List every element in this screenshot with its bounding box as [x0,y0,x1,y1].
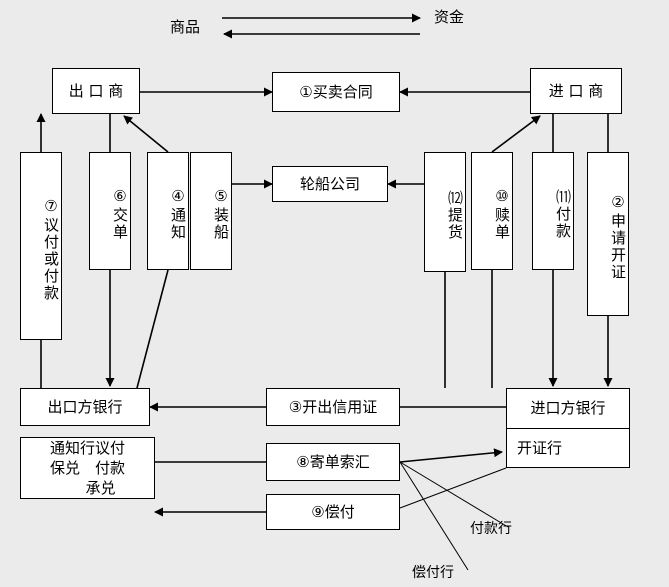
issuing-bank-title: 开证行 [517,438,563,457]
step-7-label: ⑦ [42,196,60,217]
node-exporter-bank[interactable]: 出口方银行 [20,388,150,426]
node-importer[interactable]: 进 口 商 [530,68,622,114]
step-2-label: ② [609,193,627,213]
advising-bank-line-2: 保兑 付款 [49,458,125,477]
node-advising-bank[interactable]: 通知行议付 保兑 付款 承兑 [20,437,155,499]
node-issue-lc[interactable]: ③开出信用证 [266,388,400,426]
node-send-docs[interactable]: ⑧寄单索汇 [266,443,400,481]
node-shipping-company[interactable]: 轮船公司 [272,166,388,202]
step-4-text: 通知 [169,207,187,241]
funds-flow-label: 资金 [434,8,465,26]
node-reimburse[interactable]: ⑨偿付 [266,494,400,530]
importer-bank-title: 进口方银行 [507,389,629,429]
step-6-text: 交单 [111,207,129,241]
node-importer-bank[interactable]: 进口方银行 开证行 [506,388,630,468]
step-11-text: 付款 [554,205,572,240]
step-box-11[interactable]: ⑾付款 [532,152,574,270]
node-exporter[interactable]: 出 口 商 [52,68,140,114]
step-5-text: 装船 [212,207,230,241]
step-12-label: ⑿ [446,189,464,207]
step-4-label: ④ [169,187,187,207]
step-6-label: ⑥ [111,187,129,207]
step-box-12[interactable]: ⑿提货 [424,152,466,272]
annotation-reimbursing-bank: 偿付行 [412,565,454,581]
step-7-text: 议付或付款 [42,216,60,302]
step-10-text: 赎单 [493,207,511,241]
step-5-label: ⑤ [212,187,230,207]
node-sales-contract[interactable]: ①买卖合同 [272,72,400,112]
step-10-label: ⑩ [493,187,511,207]
step-12-text: 提货 [446,206,464,241]
step-11-label: ⑾ [554,188,572,206]
advising-bank-line-1: 通知行议付 [49,438,125,457]
step-2-text: 申请开证 [609,213,627,281]
annotation-paying-bank: 付款行 [470,521,512,537]
advising-bank-line-3: 承兑 [85,479,116,498]
goods-flow-label: 商品 [170,18,201,36]
